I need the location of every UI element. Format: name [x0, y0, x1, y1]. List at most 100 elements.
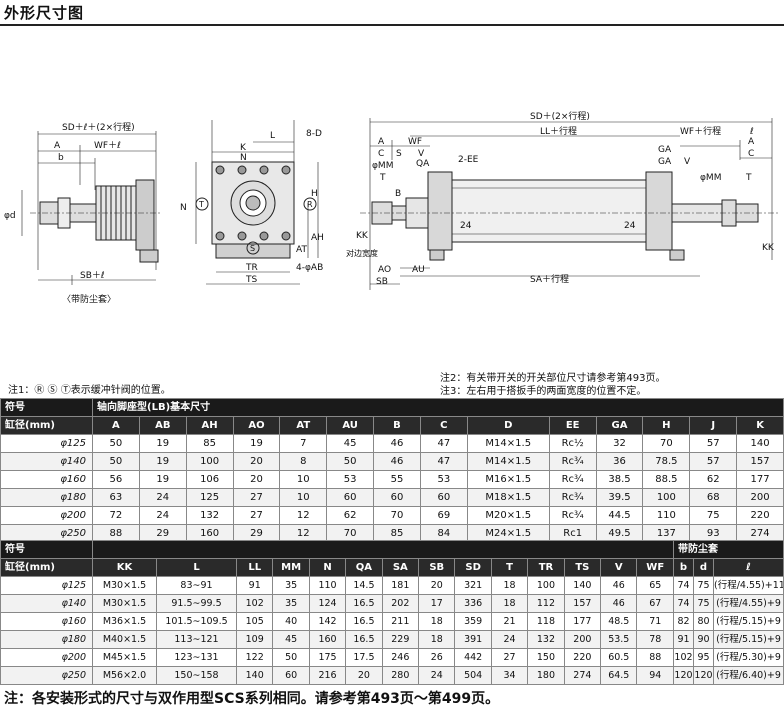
table-cell: 216 [308, 666, 347, 685]
table-cell: (行程/6.40)+9 [713, 666, 784, 685]
t2-col-8: SD [454, 558, 492, 577]
table-cell: 46 [600, 594, 638, 613]
table-cell: 100 [185, 452, 234, 471]
dim-mid-h: H [311, 189, 318, 199]
table-cell: 46 [600, 576, 638, 595]
dim-right-b: B [395, 189, 401, 199]
table-cell: 60.5 [600, 648, 638, 667]
table-cell: 78 [636, 630, 674, 649]
t1-col-12: J [689, 416, 738, 435]
table-cell: 140 [563, 576, 602, 595]
t1-col-6: B [373, 416, 421, 435]
table-cell: 140 [235, 666, 274, 685]
t2-col-12: V [600, 558, 638, 577]
table-cell: 20 [232, 452, 281, 471]
table-cell: 140 [736, 434, 784, 453]
table-cell: 46 [373, 434, 421, 453]
table-cell: 64.5 [600, 666, 638, 685]
note-3: 注3：左右用于搭扳手的两面宽度的位置不定。 [440, 386, 647, 397]
table-cell: 53 [326, 470, 375, 489]
dim-right-kk: KK [356, 231, 369, 241]
table-cell: 70 [642, 434, 691, 453]
t2-header-bore: 缸径(mm) [0, 558, 93, 577]
dim-right-l: ℓ [749, 127, 754, 137]
table-cell: 24 [138, 506, 187, 525]
dim-right-ga: GA [658, 145, 672, 155]
table-cell: 142 [308, 612, 347, 631]
table-cell: 74 [673, 576, 694, 595]
table-cell: 93 [689, 524, 738, 543]
table-cell: 110 [642, 506, 691, 525]
dim-right-qa: QA [416, 159, 430, 169]
table-cell: 35 [272, 576, 310, 595]
dim-left-a: A [54, 141, 61, 151]
table-cell: 12 [279, 506, 328, 525]
dim-right-au: AU [412, 265, 425, 275]
table-cell: 101.5∼109.5 [156, 612, 237, 631]
footer-note: 注：各安装形式的尺寸与双作用型SCS系列相同。请参考第493页～第499页。 [4, 691, 500, 707]
t1-col-5: AU [326, 416, 375, 435]
dim-right-a-right: A [748, 137, 755, 147]
table-cell: 91.5∼99.5 [156, 594, 237, 613]
dim-right-c-left: C [378, 149, 384, 159]
table-cell: 132 [185, 506, 234, 525]
table-cell: 105 [235, 612, 274, 631]
table-cell: 122 [235, 648, 274, 667]
table-cell: 70 [326, 524, 375, 543]
t2-col-0: KK [92, 558, 157, 577]
table-cell: 177 [736, 470, 784, 489]
t1-col-3: AO [232, 416, 281, 435]
dim-right-phimm2: φMM [700, 173, 721, 183]
table-cell: M16×1.5 [466, 470, 550, 489]
table-cell: 18 [418, 630, 456, 649]
table-cell: 62 [326, 506, 375, 525]
table-cell: 69 [419, 506, 468, 525]
table-cell: 50 [326, 452, 375, 471]
table-cell: 157 [563, 594, 602, 613]
bore-cell: φ200 [0, 648, 93, 667]
table-cell: M30×1.5 [92, 576, 157, 595]
table-cell: 102 [673, 648, 694, 667]
t2-col-10: TR [527, 558, 565, 577]
dim-right-ga2: GA [658, 157, 672, 167]
table-cell: 200 [563, 630, 602, 649]
table-cell: 12 [279, 524, 328, 543]
table-cell: Rc¾ [548, 470, 597, 489]
t2-col-13: WF [636, 558, 674, 577]
table-cell: 16.5 [345, 612, 383, 631]
table-cell: 85 [185, 434, 234, 453]
table-cell: 106 [185, 470, 234, 489]
table-cell: (行程/4.55)+9 [713, 594, 784, 613]
table-cell: 220 [736, 506, 784, 525]
table-cell: 36 [595, 452, 644, 471]
table-cell: 20 [345, 666, 383, 685]
table-cell: 63 [92, 488, 140, 507]
bore-cell: φ180 [0, 488, 93, 507]
t1-col-1: AB [138, 416, 187, 435]
table-cell: 21 [490, 612, 529, 631]
notes-right: 注2：有关带开关的开关部位尺寸请参考第493页。 注3：左右用于搭扳手的两面宽度… [440, 372, 665, 398]
table-cell: 68 [689, 488, 738, 507]
dim-right-wf-left: WF [408, 137, 422, 147]
table-cell: 18 [418, 612, 456, 631]
table-cell: 60 [373, 488, 421, 507]
table-cell: 10 [279, 488, 328, 507]
table-cell: 211 [381, 612, 420, 631]
title-rule [0, 24, 784, 26]
table-cell: 20 [232, 470, 281, 489]
note-1: 注1：Ⓡ Ⓢ Ⓣ表示缓冲针阀的位置。 [8, 385, 171, 396]
table-cell: 123∼131 [156, 648, 237, 667]
valve-mark-r: R [307, 200, 313, 209]
t2-col-2: LL [235, 558, 274, 577]
table-cell: 88 [92, 524, 140, 543]
t2-col-6: SA [381, 558, 420, 577]
t1-col-11: H [642, 416, 691, 435]
table-cell: 94 [636, 666, 674, 685]
table-cell: 359 [454, 612, 492, 631]
table-cell: 112 [527, 594, 565, 613]
table-cell: 60 [326, 488, 375, 507]
table-cell: 85 [373, 524, 421, 543]
